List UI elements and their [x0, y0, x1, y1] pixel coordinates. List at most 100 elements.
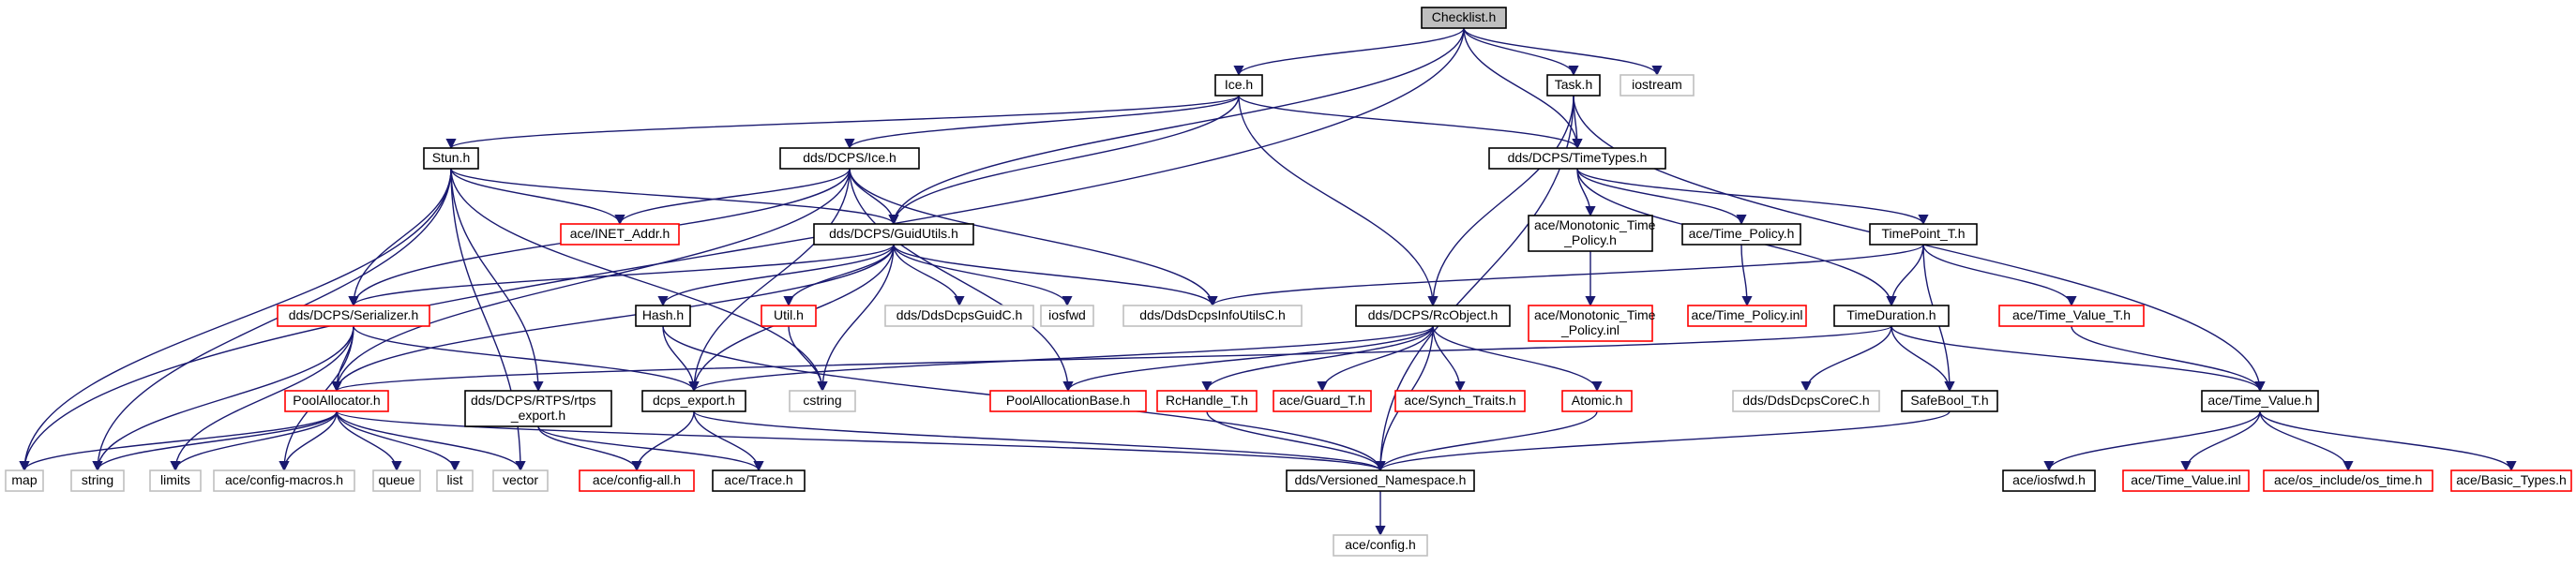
- node-time_value_t[interactable]: ace/Time_Value_T.h: [1998, 305, 2145, 327]
- node-box-dcps_export[interactable]: [641, 390, 746, 412]
- node-box-cstring[interactable]: [789, 390, 856, 412]
- node-box-guard_t[interactable]: [1273, 390, 1372, 412]
- node-box-string[interactable]: [70, 469, 125, 492]
- node-box-rtps_export[interactable]: [464, 390, 612, 427]
- node-box-ace_time_value[interactable]: [2201, 390, 2319, 412]
- node-box-util_h[interactable]: [761, 305, 817, 327]
- node-hash_h[interactable]: Hash.h: [635, 305, 691, 327]
- node-box-checklist[interactable]: [1421, 7, 1507, 29]
- node-box-time_policy[interactable]: [1681, 223, 1801, 246]
- node-time_policy_inl[interactable]: ace/Time_Policy.inl: [1687, 305, 1807, 327]
- node-box-infoutils[interactable]: [1122, 305, 1303, 327]
- node-box-iostream[interactable]: [1619, 74, 1695, 97]
- node-box-mono_inl[interactable]: [1528, 305, 1653, 342]
- node-box-synch_traits[interactable]: [1394, 390, 1526, 412]
- node-guard_t[interactable]: ace/Guard_T.h: [1273, 390, 1372, 412]
- node-box-rcobject[interactable]: [1355, 305, 1511, 327]
- node-box-task_h[interactable]: [1546, 74, 1601, 97]
- node-box-corec[interactable]: [1732, 390, 1880, 412]
- node-iostream[interactable]: iostream: [1619, 74, 1695, 97]
- node-box-ice_h[interactable]: [1214, 74, 1263, 97]
- node-mono_policy[interactable]: ace/Monotonic_Time_Policy.h: [1528, 215, 1656, 252]
- node-box-poolallocator[interactable]: [284, 390, 389, 412]
- node-box-os_time[interactable]: [2263, 469, 2433, 492]
- node-guidc[interactable]: dds/DdsDcpsGuidC.h: [884, 305, 1034, 327]
- node-poolallocbase[interactable]: PoolAllocationBase.h: [989, 390, 1147, 412]
- node-timeduration[interactable]: TimeDuration.h: [1833, 305, 1950, 327]
- node-rtps_export[interactable]: dds/DCPS/RTPS/rtps_export.h: [464, 390, 612, 427]
- node-util_h[interactable]: Util.h: [761, 305, 817, 327]
- node-box-ace_iosfwd[interactable]: [2002, 469, 2096, 492]
- node-box-basic_types[interactable]: [2450, 469, 2572, 492]
- node-dcps_ice[interactable]: dds/DCPS/Ice.h: [779, 147, 920, 170]
- node-box-trace_h[interactable]: [712, 469, 806, 492]
- node-dcps_export[interactable]: dcps_export.h: [641, 390, 746, 412]
- node-atomic_h[interactable]: Atomic.h: [1561, 390, 1633, 412]
- node-trace_h[interactable]: ace/Trace.h: [712, 469, 806, 492]
- node-box-vector[interactable]: [492, 469, 549, 492]
- node-box-config_macros[interactable]: [213, 469, 355, 492]
- node-box-time_value_inl[interactable]: [2122, 469, 2250, 492]
- node-config_all[interactable]: ace/config-all.h: [579, 469, 695, 492]
- node-box-dcps_ice[interactable]: [779, 147, 920, 170]
- node-box-config_all[interactable]: [579, 469, 695, 492]
- node-box-ace_config[interactable]: [1333, 534, 1428, 557]
- node-iosfwd[interactable]: iosfwd: [1040, 305, 1094, 327]
- node-box-timeduration[interactable]: [1833, 305, 1950, 327]
- node-box-rchandle[interactable]: [1156, 390, 1258, 412]
- node-basic_types[interactable]: ace/Basic_Types.h: [2450, 469, 2572, 492]
- node-rchandle[interactable]: RcHandle_T.h: [1156, 390, 1258, 412]
- node-corec[interactable]: dds/DdsDcpsCoreC.h: [1732, 390, 1880, 412]
- node-time_policy[interactable]: ace/Time_Policy.h: [1681, 223, 1801, 246]
- node-box-guidutils[interactable]: [813, 223, 974, 246]
- node-ace_iosfwd[interactable]: ace/iosfwd.h: [2002, 469, 2096, 492]
- node-box-atomic_h[interactable]: [1561, 390, 1633, 412]
- node-list[interactable]: list: [436, 469, 474, 492]
- node-versioned_ns[interactable]: dds/Versioned_Namespace.h: [1286, 469, 1475, 492]
- node-box-serializer[interactable]: [277, 305, 430, 327]
- node-serializer[interactable]: dds/DCPS/Serializer.h: [277, 305, 430, 327]
- node-vector[interactable]: vector: [492, 469, 549, 492]
- node-queue[interactable]: queue: [372, 469, 421, 492]
- node-box-poolallocbase[interactable]: [989, 390, 1147, 412]
- node-box-list[interactable]: [436, 469, 474, 492]
- node-safebool[interactable]: SafeBool_T.h: [1901, 390, 1998, 412]
- node-box-time_policy_inl[interactable]: [1687, 305, 1807, 327]
- node-guidutils[interactable]: dds/DCPS/GuidUtils.h: [813, 223, 974, 246]
- node-box-inet_addr[interactable]: [560, 223, 680, 246]
- node-mono_inl[interactable]: ace/Monotonic_Time_Policy.inl: [1528, 305, 1656, 342]
- node-box-map[interactable]: [5, 469, 44, 492]
- node-synch_traits[interactable]: ace/Synch_Traits.h: [1394, 390, 1526, 412]
- node-config_macros[interactable]: ace/config-macros.h: [213, 469, 355, 492]
- node-limits[interactable]: limits: [149, 469, 202, 492]
- node-inet_addr[interactable]: ace/INET_Addr.h: [560, 223, 680, 246]
- node-box-versioned_ns[interactable]: [1286, 469, 1475, 492]
- node-box-iosfwd[interactable]: [1040, 305, 1094, 327]
- node-map[interactable]: map: [5, 469, 44, 492]
- node-box-guidc[interactable]: [884, 305, 1034, 327]
- node-stun_h[interactable]: Stun.h: [423, 147, 479, 170]
- node-box-safebool[interactable]: [1901, 390, 1998, 412]
- node-poolallocator[interactable]: PoolAllocator.h: [284, 390, 389, 412]
- node-os_time[interactable]: ace/os_include/os_time.h: [2263, 469, 2433, 492]
- node-cstring[interactable]: cstring: [789, 390, 856, 412]
- node-box-hash_h[interactable]: [635, 305, 691, 327]
- node-task_h[interactable]: Task.h: [1546, 74, 1601, 97]
- node-time_value_inl[interactable]: ace/Time_Value.inl: [2122, 469, 2250, 492]
- node-timetypes[interactable]: dds/DCPS/TimeTypes.h: [1488, 147, 1666, 170]
- node-string[interactable]: string: [70, 469, 125, 492]
- node-timepoint[interactable]: TimePoint_T.h: [1869, 223, 1978, 246]
- node-box-time_value_t[interactable]: [1998, 305, 2145, 327]
- node-box-queue[interactable]: [372, 469, 421, 492]
- node-checklist[interactable]: Checklist.h: [1421, 7, 1507, 29]
- node-box-timetypes[interactable]: [1488, 147, 1666, 170]
- node-infoutils[interactable]: dds/DdsDcpsInfoUtilsC.h: [1122, 305, 1303, 327]
- node-rcobject[interactable]: dds/DCPS/RcObject.h: [1355, 305, 1511, 327]
- node-box-limits[interactable]: [149, 469, 202, 492]
- node-box-timepoint[interactable]: [1869, 223, 1978, 246]
- node-ace_config[interactable]: ace/config.h: [1333, 534, 1428, 557]
- node-ace_time_value[interactable]: ace/Time_Value.h: [2201, 390, 2319, 412]
- node-box-mono_policy[interactable]: [1528, 215, 1653, 252]
- node-ice_h[interactable]: Ice.h: [1214, 74, 1263, 97]
- node-box-stun_h[interactable]: [423, 147, 479, 170]
